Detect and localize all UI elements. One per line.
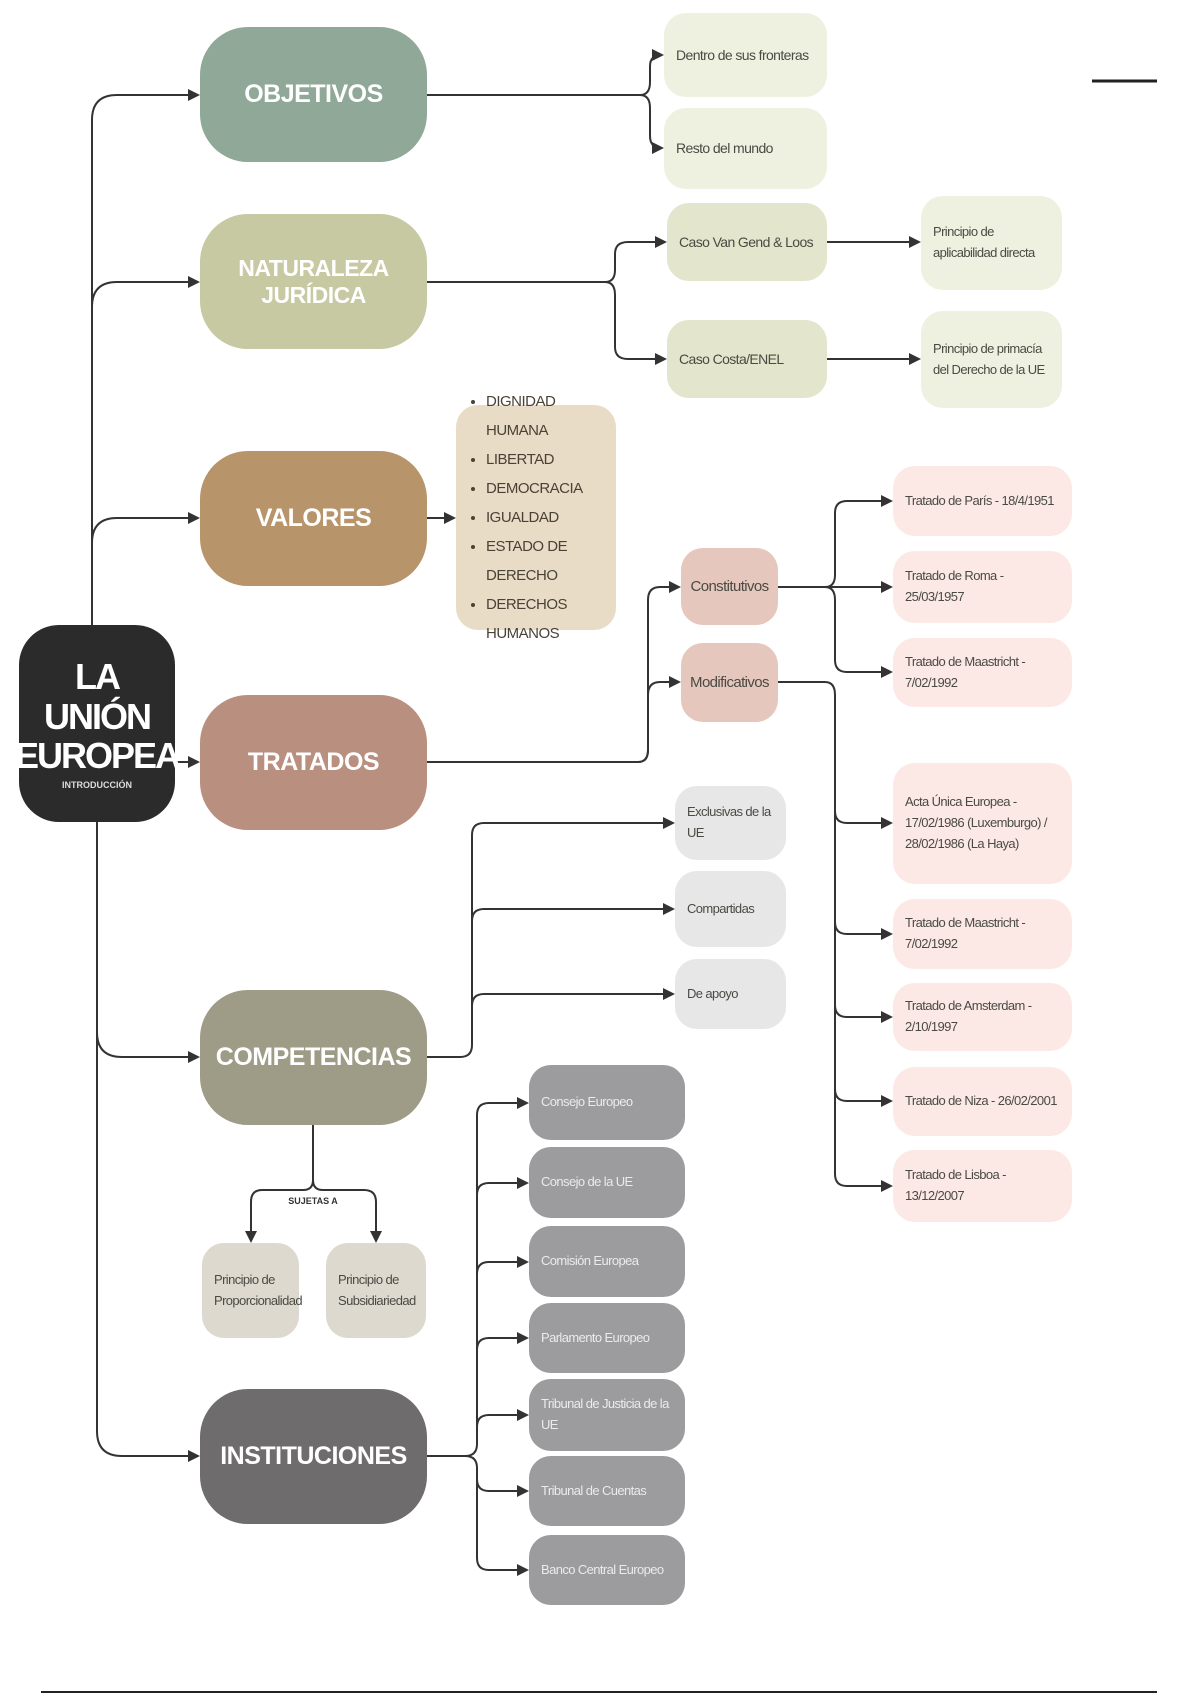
item-label: Comisión Europea (541, 1253, 639, 1269)
node-naturaleza-juridica: NATURALEZA JURÍDICA (200, 214, 427, 349)
valor-item: DEMOCRACIA (486, 474, 604, 503)
item-label: Caso Van Gend & Loos (679, 233, 814, 250)
center-subtitle: INTRODUCCIÓN (62, 779, 132, 790)
valor-item: IGUALDAD (486, 503, 604, 532)
node-constitutivos: Constitutivos (681, 548, 778, 625)
competencia-item: De apoyo (675, 959, 786, 1029)
institucion-item: Parlamento Europeo (529, 1303, 685, 1373)
node-label: NATURALEZA JURÍDICA (238, 254, 389, 308)
item-label: Tratado de Maastricht - 7/02/1992 (905, 915, 1026, 951)
item-label: Tratado de Lisboa - 13/12/2007 (905, 1167, 1006, 1203)
item-label: Acta Única Europea - 17/02/1986 (Luxembu… (905, 794, 1047, 851)
item-label: Parlamento Europeo (541, 1329, 650, 1345)
node-label: INSTITUCIONES (220, 1442, 407, 1470)
node-valores: VALORES (200, 451, 427, 586)
item-label: Tratado de París - 18/4/1951 (905, 492, 1055, 508)
item-label: Principio de aplicabilidad directa (933, 224, 1035, 260)
case-item: Caso Costa/ENEL (667, 320, 827, 398)
institucion-item: Tribunal de Justicia de la UE (529, 1379, 685, 1451)
tratado-item: Tratado de París - 18/4/1951 (893, 466, 1072, 536)
subject-principle: Principio de Subsidiariedad (326, 1243, 426, 1338)
institucion-item: Comisión Europea (529, 1226, 685, 1297)
item-label: Compartidas (687, 900, 755, 916)
institucion-item: Consejo de la UE (529, 1147, 685, 1218)
valor-item: DIGNIDAD HUMANA (486, 387, 604, 445)
principle-item: Principio de aplicabilidad directa (921, 196, 1062, 290)
item-label: Tribunal de Cuentas (541, 1482, 647, 1498)
item-label: Principio de Subsidiariedad (338, 1271, 416, 1308)
node-label: COMPETENCIAS (215, 1043, 412, 1071)
objetivo-item: Resto del mundo (664, 108, 827, 189)
center-title-line2: EUROPEA (14, 735, 181, 777)
item-label: Dentro de sus fronteras (676, 46, 809, 63)
node-competencias: COMPETENCIAS (200, 990, 427, 1125)
item-label: Tratado de Roma - 25/03/1957 (905, 568, 1004, 604)
competencia-item: Compartidas (675, 871, 786, 947)
item-label: Constitutivos (690, 577, 769, 595)
tratado-item: Tratado de Amsterdam - 2/10/1997 (893, 983, 1072, 1051)
item-label: Resto del mundo (676, 140, 773, 157)
valor-item: ESTADO DE DERECHO (486, 532, 604, 590)
valor-item: LIBERTAD (486, 445, 604, 474)
institucion-item: Banco Central Europeo (529, 1535, 685, 1605)
center-node: LA UNIÓN EUROPEA INTRODUCCIÓN (15, 625, 181, 822)
center-title-line1: LA UNIÓN (44, 656, 152, 737)
principle-item: Principio de primacía del Derecho de la … (921, 311, 1062, 408)
item-label: Tratado de Amsterdam - 2/10/1997 (905, 998, 1032, 1034)
item-label: Tratado de Niza - 26/02/2001 (905, 1093, 1057, 1109)
node-objetivos: OBJETIVOS (200, 27, 427, 162)
item-label: Principio de Proporcionalidad (214, 1271, 303, 1308)
item-label: Exclusivas de la UE (687, 804, 771, 840)
node-tratados: TRATADOS (200, 695, 427, 830)
valor-item: DERECHOS HUMANOS (486, 590, 604, 648)
tratado-item: Tratado de Maastricht - 7/02/1992 (893, 899, 1072, 969)
node-label: VALORES (255, 504, 372, 532)
tratado-item: Tratado de Maastricht - 7/02/1992 (893, 638, 1072, 707)
tratado-item: Tratado de Niza - 26/02/2001 (893, 1067, 1072, 1136)
node-label: OBJETIVOS (244, 80, 383, 108)
sujetas-label: SUJETAS A (288, 1196, 338, 1206)
subject-principle: Principio de Proporcionalidad (202, 1243, 303, 1338)
item-label: Consejo Europeo (541, 1094, 633, 1110)
item-label: Caso Costa/ENEL (679, 350, 784, 367)
case-item: Caso Van Gend & Loos (667, 203, 827, 281)
objetivo-item: Dentro de sus fronteras (664, 13, 827, 97)
node-modificativos: Modificativos (681, 643, 778, 722)
tratado-item: Acta Única Europea - 17/02/1986 (Luxembu… (893, 763, 1072, 884)
item-label: Principio de primacía del Derecho de la … (933, 340, 1045, 377)
valores-list: DIGNIDAD HUMANA LIBERTAD DEMOCRACIA IGUA… (456, 393, 616, 642)
item-label: Consejo de la UE (541, 1174, 633, 1190)
tratado-item: Tratado de Roma - 25/03/1957 (893, 551, 1072, 623)
institucion-item: Consejo Europeo (529, 1065, 685, 1140)
item-label: Modificativos (690, 673, 770, 691)
item-label: Tribunal de Justicia de la UE (541, 1396, 669, 1432)
competencia-item: Exclusivas de la UE (675, 786, 786, 860)
node-instituciones: INSTITUCIONES (200, 1389, 427, 1524)
node-label: TRATADOS (247, 748, 380, 776)
item-label: De apoyo (687, 985, 738, 1001)
institucion-item: Tribunal de Cuentas (529, 1456, 685, 1526)
tratado-item: Tratado de Lisboa - 13/12/2007 (893, 1150, 1072, 1222)
item-label: Banco Central Europeo (541, 1561, 664, 1577)
item-label: Tratado de Maastricht - 7/02/1992 (905, 653, 1026, 690)
